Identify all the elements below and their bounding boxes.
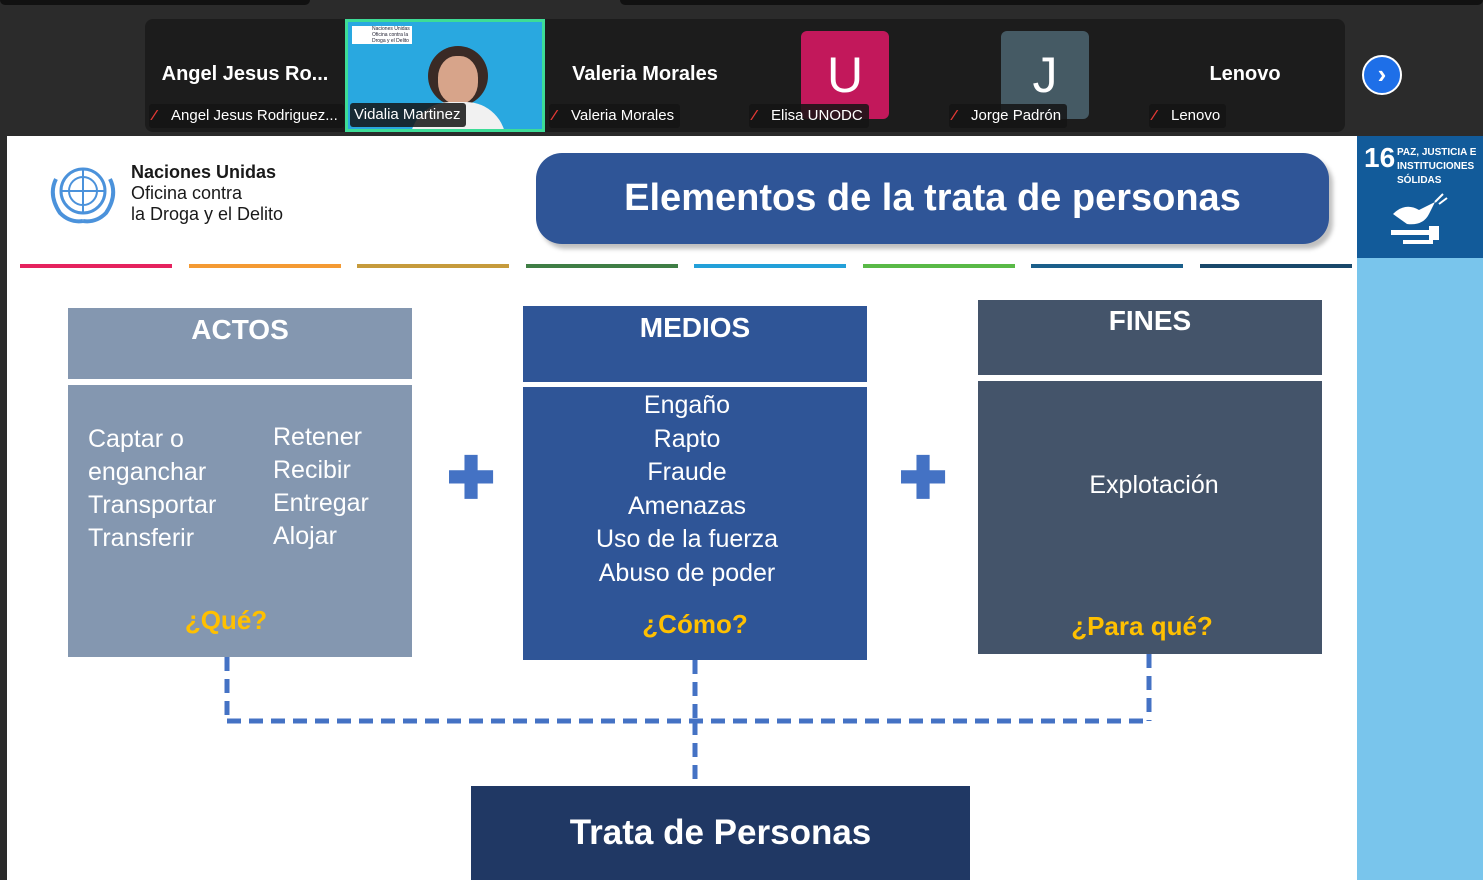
mic-off-icon: ⁄ [553, 107, 556, 124]
medios-body: Engaño Rapto Fraude Amenazas Uso de la f… [523, 387, 867, 660]
result-box: Trata de Personas [471, 786, 970, 880]
fines-item: Explotación [1089, 471, 1219, 499]
acto-item: enganchar [88, 458, 207, 486]
participant-tile[interactable]: U ⁄Elisa UNODC [745, 19, 945, 132]
medio-item: Amenazas [627, 491, 747, 520]
participant-tile[interactable]: Valeria Morales ⁄ Valeria Morales [545, 19, 745, 132]
participant-caption-text: Lenovo [1171, 107, 1221, 124]
org-line-1: Naciones Unidas [131, 162, 277, 182]
shared-slide-thumbnail: Naciones Unidas Oficina contra la Droga … [352, 26, 412, 44]
plus-icon: ✚ [898, 446, 948, 511]
participant-caption: ⁄ Jorge Padrón [949, 104, 1068, 128]
org-line-3: la Droga y el Delito [131, 204, 284, 224]
medio-item: Fraude [647, 458, 727, 486]
sdg-panel: 16 PAZ, JUSTICIA E INSTITUCIONES SÓLIDAS [1357, 136, 1483, 880]
sdg-stripe [863, 264, 1015, 268]
acto-item: Entregar [273, 489, 369, 517]
medios-list: Engaño Rapto Fraude Amenazas Uso de la f… [523, 389, 851, 590]
org-line-2: Oficina contra [131, 183, 243, 203]
participant-caption-text: Valeria Morales [571, 107, 675, 124]
dashed-connector [224, 654, 1152, 786]
slide-title: Elementos de la trata de personas [536, 153, 1329, 244]
dove-gavel-icon [1391, 193, 1448, 244]
org-name: Naciones Unidas Oficina contra la Droga … [131, 162, 283, 225]
participant-caption: ⁄ Lenovo [1149, 104, 1227, 128]
participant-caption: ⁄ Elisa UNODC [749, 104, 869, 128]
fines-body: Explotación ¿Para qué? [978, 381, 1322, 654]
sdg-stripe [694, 264, 846, 268]
top-bar-segment [0, 0, 310, 5]
participant-tile[interactable]: Lenovo ⁄ Lenovo [1145, 19, 1345, 132]
sdg-label: PAZ, JUSTICIA E INSTITUCIONES SÓLIDAS [1397, 147, 1477, 186]
sdg-stripe [357, 264, 509, 268]
participant-name: Valeria Morales [572, 63, 718, 85]
sdg-number: 16 [1364, 142, 1396, 173]
top-bar-segment [620, 0, 1483, 5]
participant-name: Angel Jesus Ro... [161, 63, 329, 85]
medio-item: Uso de la fuerza [595, 525, 779, 553]
actos-question: ¿Qué? [184, 605, 268, 635]
mic-off-icon: ⁄ [753, 107, 756, 124]
sdg-stripe [1200, 264, 1352, 268]
medio-item: Abuso de poder [598, 558, 776, 587]
actos-right-list: Retener Recibir Entregar Alojar [273, 421, 369, 553]
medios-question: ¿Cómo? [642, 609, 748, 639]
actos-left-list: Captar o enganchar Transportar Transferi… [88, 423, 216, 555]
medio-item: Engaño [643, 391, 731, 419]
fines-header: FINES [978, 300, 1322, 375]
participant-caption: ⁄ Angel Jesus Rodriguez... [149, 104, 344, 128]
participant-tile[interactable]: Angel Jesus Ro... ⁄ Angel Jesus Rodriguez… [145, 19, 345, 132]
participant-name: Lenovo [1209, 63, 1281, 85]
sdg-stripe [526, 264, 678, 268]
sdg-stripe [20, 264, 172, 268]
medios-header: MEDIOS [523, 306, 867, 382]
acto-item: Transportar [88, 491, 217, 519]
chevron-right-icon: › [1377, 59, 1387, 89]
next-participants-button[interactable]: › [1362, 55, 1402, 95]
acto-item: Retener [273, 423, 362, 451]
sdg-stripe [189, 264, 341, 268]
plus-icon: ✚ [446, 446, 496, 511]
acto-item: Transferir [88, 524, 195, 552]
participant-caption-text: Elisa UNODC [771, 107, 863, 124]
participant-caption-text: Angel Jesus Rodriguez... [171, 107, 338, 124]
fines-question: ¿Para qué? [1071, 611, 1213, 641]
participant-caption: Vidalia Martinez [350, 103, 467, 127]
active-speaker-tile[interactable]: Naciones Unidas Oficina contra la Droga … [345, 19, 545, 132]
medio-item: Rapto [653, 424, 721, 453]
acto-item: Captar o [88, 425, 184, 453]
participant-caption-text: Vidalia Martinez [354, 106, 461, 123]
participant-caption: ⁄ Valeria Morales [549, 104, 681, 128]
sdg-badge: 16 PAZ, JUSTICIA E INSTITUCIONES SÓLIDAS [1357, 136, 1483, 258]
mic-off-icon: ⁄ [1153, 107, 1156, 124]
acto-item: Recibir [273, 456, 351, 484]
mic-off-icon: ⁄ [153, 107, 156, 124]
participant-tile[interactable]: J ⁄Jorge Padrón [945, 19, 1145, 132]
sdg-stripe [1031, 264, 1183, 268]
mic-off-icon: ⁄ [953, 107, 956, 124]
shared-slide: Naciones Unidas Oficina contra la Droga … [7, 136, 1357, 880]
acto-item: Alojar [273, 522, 337, 550]
actos-body: Captar o enganchar Transportar Transferi… [68, 385, 412, 657]
un-emblem-icon [50, 167, 116, 224]
participant-caption-text: Jorge Padrón [971, 107, 1062, 124]
speaker-face [438, 56, 478, 104]
actos-header: ACTOS [68, 308, 412, 379]
